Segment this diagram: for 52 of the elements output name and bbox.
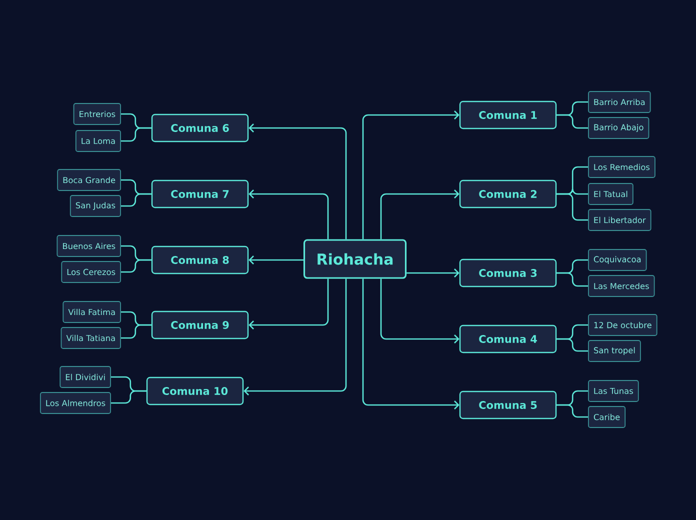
subtopic-box: San tropel [588,340,641,362]
subtopic-box: Los Almendros [40,392,111,414]
subtopic-box: Buenos Aires [56,235,121,257]
bracket-connector [111,390,146,404]
topic-box: Comuna 9 [151,310,249,340]
root-branch-connector [362,110,460,240]
subtopic-box: 12 De octubre [588,314,658,336]
topic-box: Comuna 5 [459,390,557,420]
root-branch-connector [244,278,347,396]
topic-box: Comuna 2 [459,180,557,208]
topic-box: Comuna 4 [459,324,557,354]
bracket-connector [556,338,588,352]
root-branch-connector [380,190,460,240]
topic-box: Comuna 7 [151,180,249,208]
subtopic-box: El Libertador [588,209,652,231]
subtopic-box: Barrio Arriba [588,91,651,113]
subtopic-box: Entrerios [73,103,121,125]
subtopic-box: La Loma [75,130,121,152]
root-branch-connector [248,256,304,264]
subtopic-box: Caribe [588,406,626,428]
bracket-connector [121,259,152,273]
topic-box: Comuna 3 [459,258,557,288]
subtopic-box: Las Tunas [588,380,639,402]
subtopic-box: Boca Grande [57,169,121,191]
bracket-connector [556,404,588,418]
topic-box: Comuna 8 [151,246,249,274]
subtopic-box: Las Mercedes [588,275,655,297]
bracket-connector [121,324,152,339]
root-branch-connector [248,124,347,240]
bracket-connector [556,193,588,221]
subtopic-box: Villa Fatima [62,301,121,323]
topic-box: Comuna 1 [459,100,557,130]
bracket-connector [556,272,588,287]
topic-box: Comuna 6 [151,114,249,142]
subtopic-box: Villa Tatiana [60,327,121,349]
topic-box: Comuna 10 [146,376,244,406]
subtopic-box: Barrio Abajo [588,117,650,139]
root-branch-connector [380,278,460,344]
subtopic-box: Los Remedios [588,156,656,178]
bracket-connector [556,114,588,129]
subtopic-box: El Dividivi [60,366,111,388]
root-branch-connector [248,278,329,330]
root-branch-connector [406,268,460,278]
root-branch-connector [362,278,460,410]
subtopic-box: El Tatual [588,183,634,205]
bracket-connector [121,193,152,207]
subtopic-box: Los Cerezos [61,261,121,283]
bracket-connector [121,127,152,142]
root-topic-box: Riohacha [303,239,407,279]
root-branch-connector [248,190,329,240]
subtopic-box: Coquivacoa [588,249,647,271]
subtopic-box: San Judas [70,195,121,217]
